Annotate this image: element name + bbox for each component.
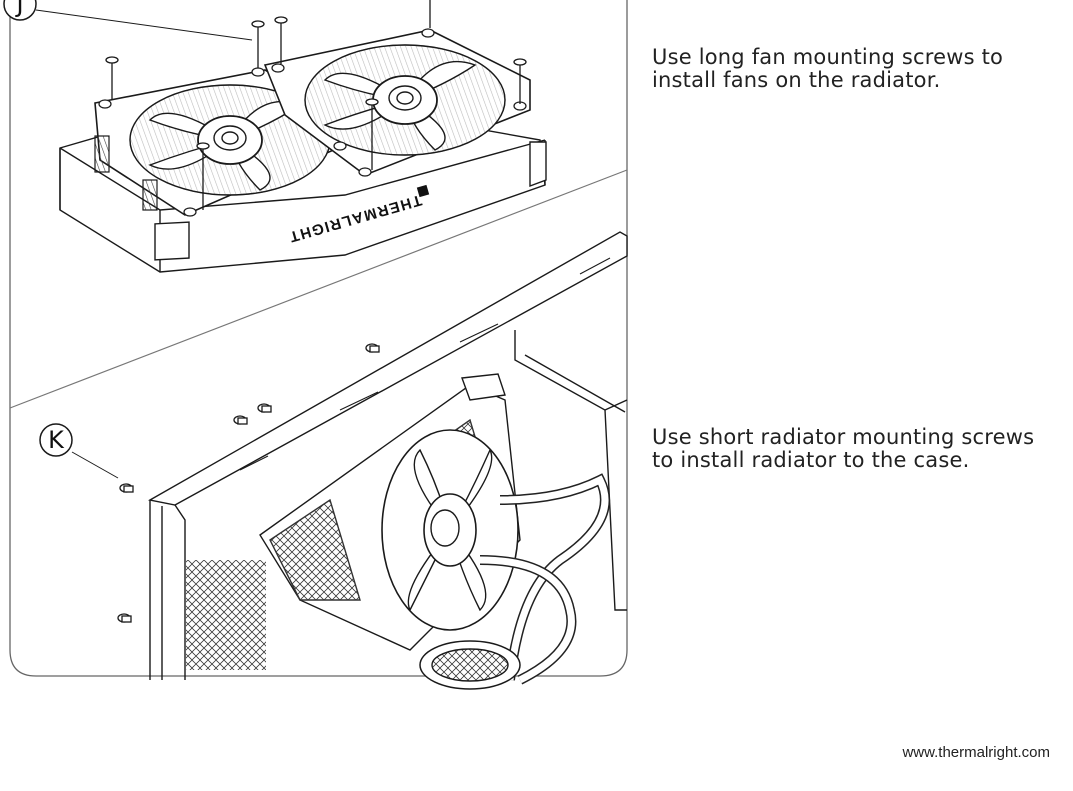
step-k-instruction: Use short radiator mounting screws to in… xyxy=(652,426,1062,472)
callout-k-letter: K xyxy=(48,426,65,454)
step-j-line-1: Use long fan mounting screws to xyxy=(652,45,1004,69)
step-k-line-1: Use short radiator mounting screws xyxy=(652,425,1035,449)
fan-radiator-assembly: THERMALRIGHT xyxy=(59,0,547,273)
callout-j: J xyxy=(3,0,253,41)
footer-website-url: www.thermalright.com xyxy=(902,744,1050,761)
long-fan-screws xyxy=(105,0,527,210)
pc-case-assembly xyxy=(117,231,628,690)
step-j-line-2: install fans on the radiator. xyxy=(652,68,941,92)
short-radiator-screws xyxy=(117,343,380,623)
callout-k: K xyxy=(39,423,119,479)
step-j-instruction: Use long fan mounting screws to install … xyxy=(652,46,1062,92)
panel-frame xyxy=(9,0,628,677)
callout-j-letter: J xyxy=(14,0,23,18)
step-k-line-2: to install radiator to the case. xyxy=(652,448,970,472)
case-side-mesh xyxy=(186,560,266,670)
brand-logo-mark xyxy=(416,184,430,198)
step-divider xyxy=(9,169,628,409)
installation-illustration: THERMALRIGHT xyxy=(3,0,628,690)
